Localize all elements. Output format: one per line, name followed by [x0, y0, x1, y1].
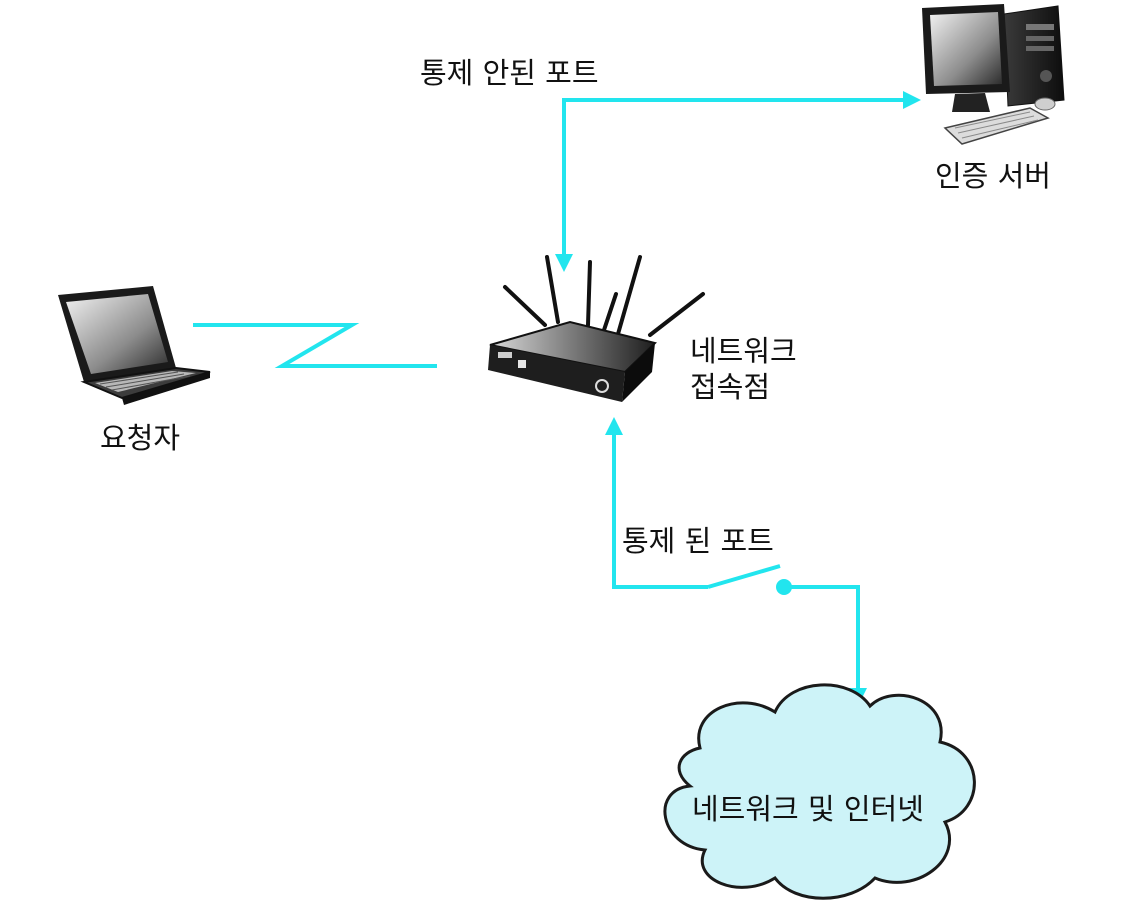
arrowhead-to-ap-bottom — [605, 417, 623, 435]
auth-server-label: 인증 서버 — [935, 159, 1051, 193]
network-cloud-label: 네트워크 및 인터넷 — [692, 792, 924, 826]
uncontrolled-port-label: 통제 안된 포트 — [420, 56, 599, 90]
access-point-label-line2: 접속점 — [690, 370, 771, 405]
controlled-port-label: 통제 된 포트 — [622, 524, 774, 558]
desktop-computer-icon — [922, 4, 1065, 145]
uncontrolled-port-link — [562, 98, 905, 258]
access-point-label-line1: 네트워크 — [690, 334, 797, 368]
access-point-label: 네트워크 접속점 — [690, 333, 797, 406]
switch-contact-dot — [776, 579, 792, 595]
controlled-port-link — [612, 432, 860, 690]
cloud-icon — [663, 683, 976, 900]
router-icon — [488, 255, 705, 402]
wireless-link — [193, 323, 437, 368]
arrowhead-to-server — [903, 91, 921, 109]
requester-label: 요청자 — [100, 421, 181, 455]
laptop-icon — [58, 286, 211, 405]
arrowhead-to-ap-top — [555, 254, 573, 272]
